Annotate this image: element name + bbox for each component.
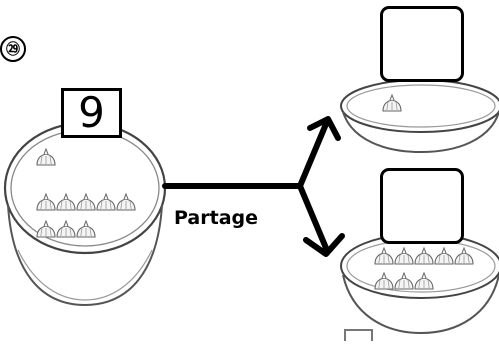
partial-answer-box — [344, 329, 373, 341]
garlic-icon — [382, 93, 402, 112]
answer-box-bottom[interactable] — [380, 168, 464, 244]
garlic-icon — [374, 246, 394, 265]
answer-box-top[interactable] — [380, 6, 464, 82]
garlic-icon — [414, 246, 434, 265]
garlic-icon — [374, 271, 394, 290]
garlic-icon — [394, 271, 414, 290]
garlic-icon — [76, 219, 96, 238]
operation-label: Partage — [174, 207, 258, 229]
result-bottom-garlic-group — [374, 246, 474, 290]
garlic-icon — [56, 192, 76, 211]
garlic-icon — [36, 192, 56, 211]
result-top-garlic-group — [382, 93, 402, 112]
garlic-icon — [116, 192, 136, 211]
split-arrows — [162, 116, 345, 257]
source-bowl — [3, 121, 167, 307]
garlic-icon — [434, 246, 454, 265]
source-garlic-group — [36, 147, 136, 238]
garlic-icon — [414, 271, 434, 290]
garlic-icon — [394, 246, 414, 265]
garlic-icon — [56, 219, 76, 238]
garlic-icon — [36, 147, 56, 166]
garlic-icon — [36, 219, 56, 238]
garlic-icon — [96, 192, 116, 211]
source-count-box: 9 — [61, 88, 122, 138]
result-bowl-top — [340, 79, 499, 154]
problem-number: ㉙ — [0, 36, 26, 62]
garlic-icon — [76, 192, 96, 211]
garlic-icon — [454, 246, 474, 265]
